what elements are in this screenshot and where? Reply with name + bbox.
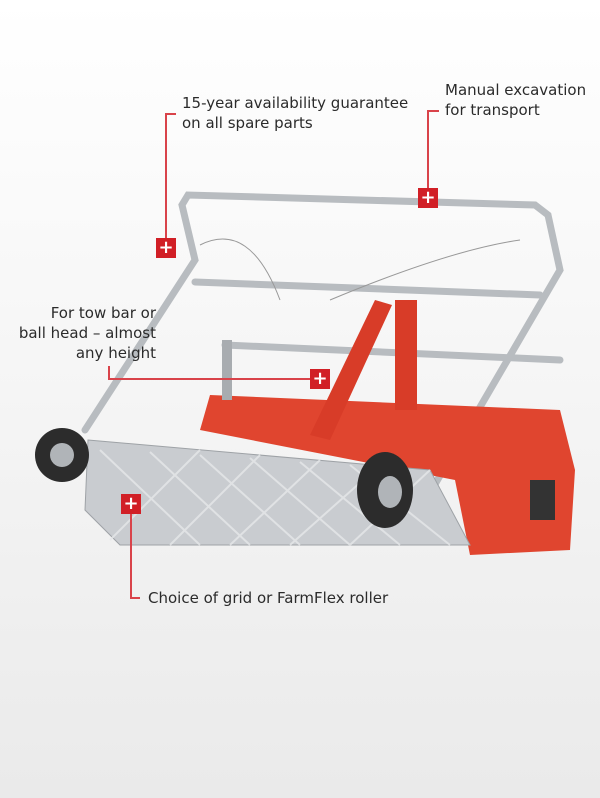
callout-transport: Manual excavation for transport bbox=[445, 80, 586, 120]
callout-text: ball head – almost bbox=[18, 324, 156, 342]
hotspot-tow-bar[interactable]: + bbox=[310, 369, 330, 389]
callout-text: any height bbox=[75, 344, 156, 362]
callout-text: For tow bar or bbox=[50, 304, 156, 322]
callout-tow-bar: For tow bar or ball head – almost any he… bbox=[19, 303, 156, 363]
callout-text: on all spare parts bbox=[182, 114, 313, 132]
callout-line bbox=[108, 366, 110, 380]
callout-text: Choice of grid or FarmFlex roller bbox=[148, 589, 389, 607]
callout-roller: Choice of grid or FarmFlex roller bbox=[148, 588, 388, 608]
callout-line bbox=[165, 113, 167, 248]
callout-spare-parts: 15-year availability guarantee on all sp… bbox=[182, 93, 408, 133]
hotspot-spare-parts[interactable]: + bbox=[156, 238, 176, 258]
callout-line bbox=[165, 113, 176, 115]
hotspot-roller[interactable]: + bbox=[121, 494, 141, 514]
callout-text: 15-year availability guarantee bbox=[182, 94, 409, 112]
callout-line bbox=[427, 110, 439, 112]
callout-text: for transport bbox=[445, 101, 540, 119]
hotspot-transport[interactable]: + bbox=[418, 188, 438, 208]
callout-line bbox=[427, 110, 429, 198]
callout-line bbox=[130, 597, 140, 599]
callout-text: Manual excavation bbox=[445, 81, 587, 99]
callout-line bbox=[130, 512, 132, 599]
callout-line bbox=[108, 378, 313, 380]
